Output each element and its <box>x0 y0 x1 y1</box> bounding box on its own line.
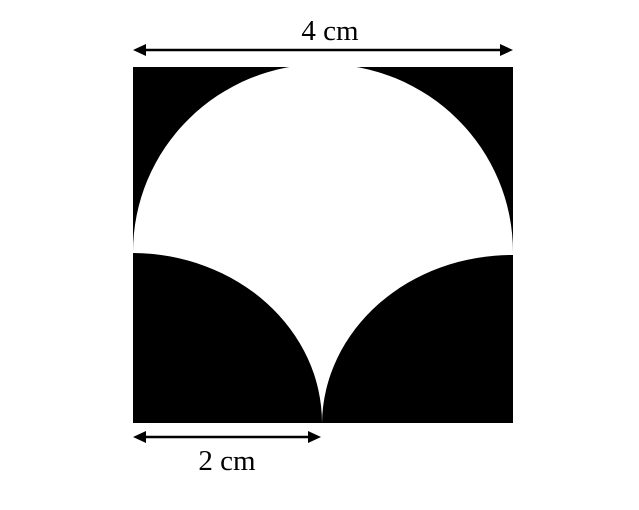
white-upper-dome <box>133 64 513 423</box>
top-dimension-arrow <box>133 44 513 56</box>
top-dimension-label: 4 cm <box>301 15 359 47</box>
bottom-dimension-label: 2 cm <box>198 445 256 477</box>
bottom-dimension-arrow <box>133 431 321 443</box>
